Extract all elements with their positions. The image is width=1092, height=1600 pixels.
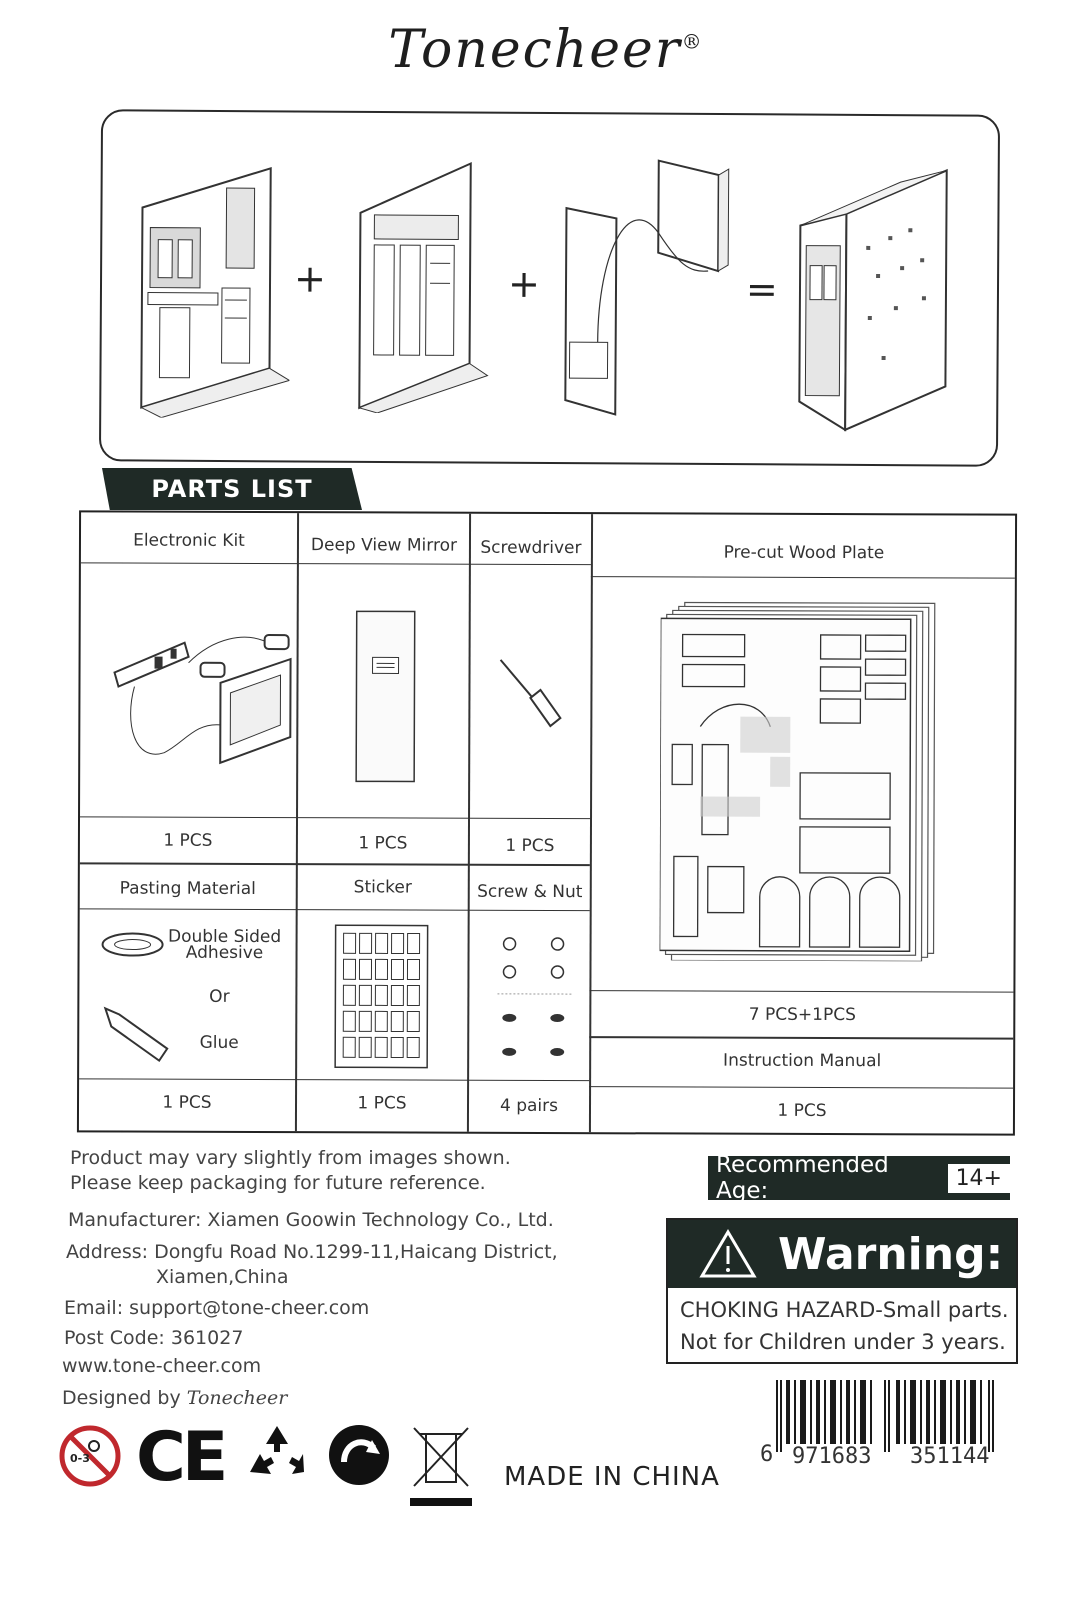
part-name-instruction-manual: Instruction Manual	[723, 1050, 882, 1072]
row-divider	[79, 862, 590, 867]
qty-mirror: 1 PCS	[358, 833, 408, 854]
qty-wood-plate: 7 PCS+1PCS	[748, 1004, 856, 1026]
sticker-sheet-illustration	[334, 924, 429, 1069]
age-value: 14+	[947, 1163, 1010, 1193]
front-panel-illustration	[139, 166, 291, 419]
made-in-china: MADE IN CHINA	[504, 1462, 720, 1492]
wood-plate-illustration	[659, 601, 936, 962]
column-divider	[466, 513, 472, 1132]
registered-mark: ®	[681, 29, 704, 54]
tape-icon	[101, 932, 164, 957]
assembly-illustration: + + =	[98, 109, 1001, 467]
age-restriction-icon	[59, 1425, 121, 1487]
part-name-wood-plate: Pre-cut Wood Plate	[723, 542, 885, 564]
barcode-bars	[776, 1380, 994, 1452]
qty-electronic-kit: 1 PCS	[163, 830, 213, 851]
warning-line-1: CHOKING HAZARD-Small parts.	[680, 1298, 1009, 1322]
barcode-left-group: 971683	[792, 1444, 872, 1469]
brand-logo: Tonecheer®	[0, 20, 1092, 80]
electronics-panel-illustration	[564, 159, 730, 416]
recommended-age-badge: Recommended Age: 14+	[708, 1152, 1010, 1204]
option-line-2: Adhesive	[185, 942, 264, 964]
product-notes: Product may vary slightly from images sh…	[70, 1146, 511, 1196]
recycle-icon	[250, 1426, 304, 1474]
assembled-result-illustration	[798, 168, 948, 432]
age-label: Recommended Age:	[716, 1152, 889, 1204]
green-dot-icon	[329, 1425, 389, 1485]
screw-nut-illustration	[497, 937, 572, 1057]
age-symbol-text: 0-3	[70, 1452, 90, 1465]
designed-by-brand: Tonecheer	[186, 1387, 288, 1409]
designed-by-label: Designed by	[62, 1387, 181, 1409]
column-divider	[294, 513, 300, 1132]
manufacturer: Manufacturer: Xiamen Goowin Technology C…	[68, 1209, 554, 1231]
mirror-illustration	[355, 610, 416, 783]
designed-by: Designed by Tonecheer	[62, 1386, 287, 1411]
warning-title: Warning:	[778, 1228, 1004, 1280]
barcode: 6 971683 351144	[760, 1380, 1018, 1476]
qty-pasting-material: 1 PCS	[162, 1092, 212, 1113]
qty-instruction-manual: 1 PCS	[777, 1100, 827, 1121]
qty-sticker: 1 PCS	[357, 1093, 407, 1114]
website: www.tone-cheer.com	[62, 1355, 262, 1377]
column-divider	[588, 514, 594, 1133]
screwdriver-illustration	[499, 659, 562, 728]
warning-triangle-icon	[699, 1229, 757, 1278]
row-divider	[80, 562, 591, 566]
parts-table: Electronic Kit Deep View Mirror Screwdri…	[76, 510, 1018, 1136]
barcode-prefix: 6	[760, 1442, 774, 1467]
option-double-sided: Double Sided Adhesive	[166, 927, 284, 964]
note-line-1: Product may vary slightly from images sh…	[70, 1147, 511, 1169]
barcode-right-group: 351144	[910, 1444, 990, 1469]
qty-screw-nut: 4 pairs	[499, 1095, 559, 1117]
glue-icon	[103, 1006, 169, 1063]
shop-panel-illustration	[357, 161, 489, 414]
plus-operator-1: +	[293, 256, 327, 301]
row-divider	[589, 1036, 1014, 1040]
email: Email: support@tone-cheer.com	[64, 1297, 370, 1319]
ce-mark-icon: CE	[136, 1418, 228, 1497]
weee-bin-icon	[410, 1427, 472, 1506]
row-divider	[79, 1078, 590, 1082]
parts-list-banner: PARTS LIST	[102, 468, 362, 510]
address-line-1: Dongfu Road No.1299-11,Haicang District,	[154, 1241, 558, 1263]
option-or: Or	[209, 986, 230, 1007]
row-divider	[590, 576, 1015, 579]
row-divider	[589, 990, 1014, 993]
warning-box: Warning: CHOKING HAZARD-Small parts. Not…	[666, 1218, 1018, 1364]
row-divider	[79, 908, 590, 912]
parts-list-title: PARTS LIST	[151, 475, 313, 503]
part-name-screw-nut: Screw & Nut	[477, 881, 583, 903]
row-divider	[589, 1086, 1014, 1089]
address-line-2: Xiamen,China	[156, 1266, 289, 1288]
part-name-electronic-kit: Electronic Kit	[133, 530, 245, 551]
warning-header: Warning:	[668, 1220, 1016, 1288]
equals-operator: =	[745, 267, 778, 312]
address: Address: Dongfu Road No.1299-11,Haicang …	[66, 1240, 586, 1290]
note-line-2: Please keep packaging for future referen…	[70, 1172, 486, 1194]
warning-line-2: Not for Children under 3 years.	[680, 1330, 1006, 1354]
part-name-pasting-material: Pasting Material	[119, 878, 256, 899]
plus-operator-2: +	[507, 261, 541, 306]
electronic-kit-illustration	[113, 634, 292, 765]
warning-text: CHOKING HAZARD-Small parts. Not for Chil…	[680, 1294, 1009, 1358]
address-label: Address:	[66, 1241, 149, 1263]
row-divider	[80, 816, 591, 820]
brand-name: Tonecheer	[388, 20, 682, 80]
qty-screwdriver: 1 PCS	[505, 835, 555, 857]
part-name-sticker: Sticker	[353, 877, 412, 898]
option-glue: Glue	[199, 1032, 239, 1053]
part-name-screwdriver: Screwdriver	[480, 537, 582, 559]
part-name-deep-view-mirror: Deep View Mirror	[310, 535, 458, 556]
post-code: Post Code: 361027	[64, 1327, 244, 1349]
